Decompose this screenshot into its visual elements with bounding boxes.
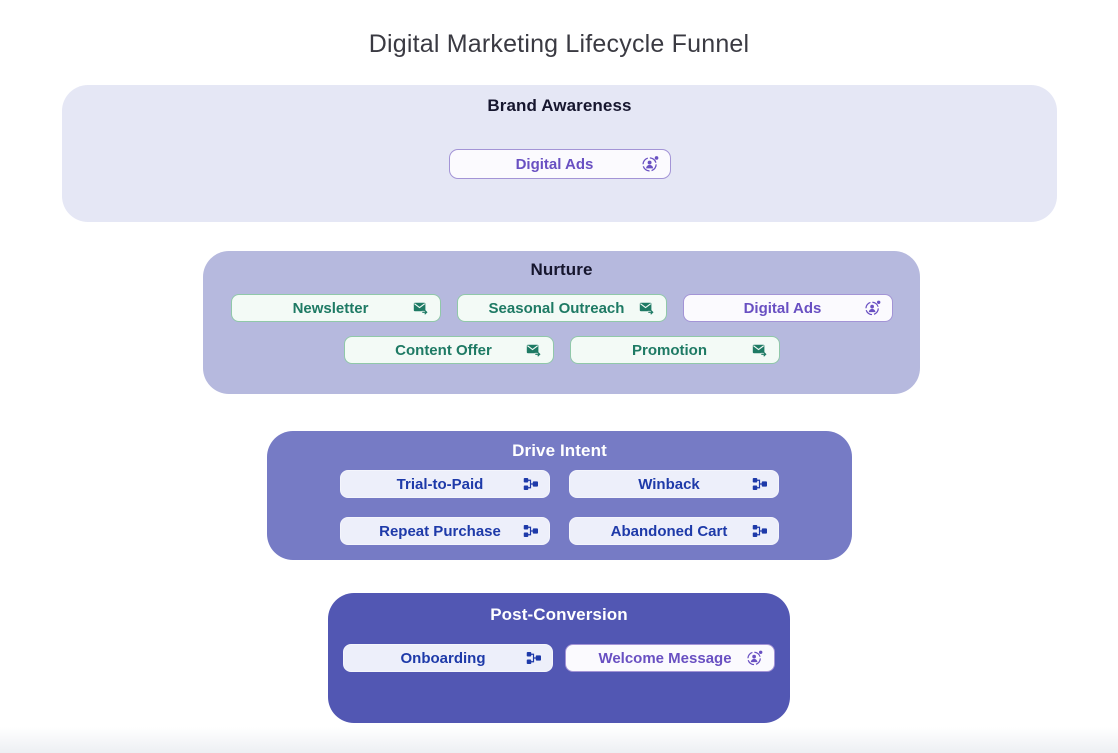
pill-label: Trial-to-Paid [396,475,484,493]
tier-post-conversion: Post-Conversion Onboarding Welcome Messa… [328,593,790,723]
pill-promotion[interactable]: Promotion [569,336,780,364]
tier-nurture: Nurture Newsletter Seasonal Outreach Dig… [203,251,920,394]
pill-label: Onboarding [400,649,486,667]
pill-onboarding[interactable]: Onboarding [343,644,553,672]
pill-label: Digital Ads [515,155,594,173]
tier-row: Onboarding Welcome Message [328,644,790,672]
tier-heading-post-conversion: Post-Conversion [490,605,628,624]
pill-label: Digital Ads [743,299,822,317]
pill-digital-ads-nurture[interactable]: Digital Ads [682,294,893,322]
journey-branch-icon [752,524,767,539]
journey-branch-icon [523,524,538,539]
pill-welcome-message[interactable]: Welcome Message [565,644,775,672]
pill-repeat-purchase[interactable]: Repeat Purchase [340,517,550,545]
tier-drive-intent: Drive Intent Trial-to-Paid Winback Repea… [267,431,852,560]
pill-label: Repeat Purchase [379,522,501,540]
tier-heading-brand-awareness: Brand Awareness [487,96,632,115]
pill-seasonal-outreach[interactable]: Seasonal Outreach [456,294,667,322]
pill-winback[interactable]: Winback [569,470,779,498]
journey-branch-icon [523,477,538,492]
pill-label: Abandoned Cart [610,522,728,540]
journey-branch-icon [752,477,767,492]
tier-row: Newsletter Seasonal Outreach Digital Ads [203,294,920,322]
pill-label: Seasonal Outreach [488,299,625,317]
journey-branch-icon [526,651,541,666]
pill-label: Winback [638,475,700,493]
email-send-icon [638,300,655,316]
pill-label: Newsletter [292,299,369,317]
email-send-icon [412,300,429,316]
bottom-fade [0,727,1118,753]
tier-row: Content Offer Promotion [203,336,920,364]
audience-target-icon [864,299,881,317]
audience-target-icon [641,155,659,173]
tier-row: Trial-to-Paid Winback [267,470,852,498]
tier-row: Digital Ads [62,149,1057,179]
pill-trial-to-paid[interactable]: Trial-to-Paid [340,470,550,498]
pill-digital-ads[interactable]: Digital Ads [448,149,671,179]
pill-label: Promotion [632,341,707,359]
tier-row: Repeat Purchase Abandoned Cart [267,517,852,545]
tier-heading-drive-intent: Drive Intent [512,441,607,460]
pill-newsletter[interactable]: Newsletter [230,294,441,322]
email-send-icon [525,342,542,358]
email-send-icon [751,342,768,358]
pill-abandoned-cart[interactable]: Abandoned Cart [569,517,779,545]
pill-label: Welcome Message [598,649,732,667]
audience-target-icon [746,649,763,667]
tier-brand-awareness: Brand Awareness Digital Ads [62,85,1057,222]
pill-label: Content Offer [395,341,492,359]
tier-heading-nurture: Nurture [530,260,593,279]
page-title: Digital Marketing Lifecycle Funnel [368,30,750,58]
pill-content-offer[interactable]: Content Offer [343,336,554,364]
